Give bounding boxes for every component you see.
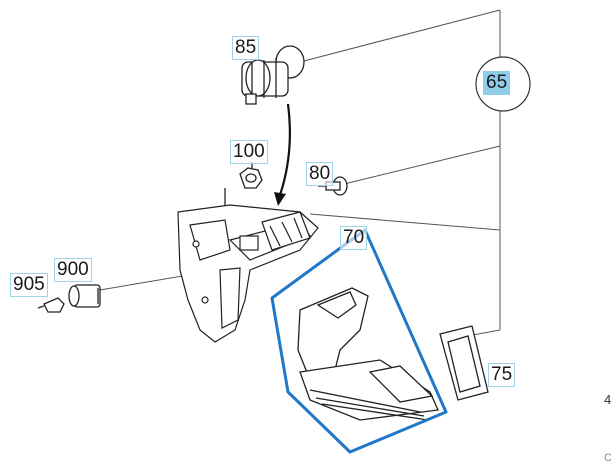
callout-100[interactable]: 100: [230, 140, 268, 164]
callout-900[interactable]: 900: [54, 258, 92, 282]
bracket-housing: [177, 204, 319, 343]
callout-80[interactable]: 80: [306, 162, 334, 186]
callout-65-selected[interactable]: 65: [483, 71, 511, 95]
part-75-pad: [439, 325, 489, 401]
callout-85[interactable]: 85: [232, 36, 260, 60]
part-85-valve: [241, 45, 305, 105]
part-70-pedal: [297, 287, 439, 421]
callout-905[interactable]: 905: [10, 273, 48, 297]
assembly-arrow: [274, 103, 292, 206]
part-80-pin: [318, 176, 348, 196]
edge-glyph: C: [604, 452, 611, 464]
callout-75[interactable]: 75: [488, 363, 516, 387]
callout-70[interactable]: 70: [340, 226, 368, 250]
part-100-nut: [224, 162, 263, 210]
edge-glyph: 4: [604, 392, 611, 407]
part-900-bushing: [68, 284, 101, 308]
part-905-clip: [37, 297, 65, 313]
